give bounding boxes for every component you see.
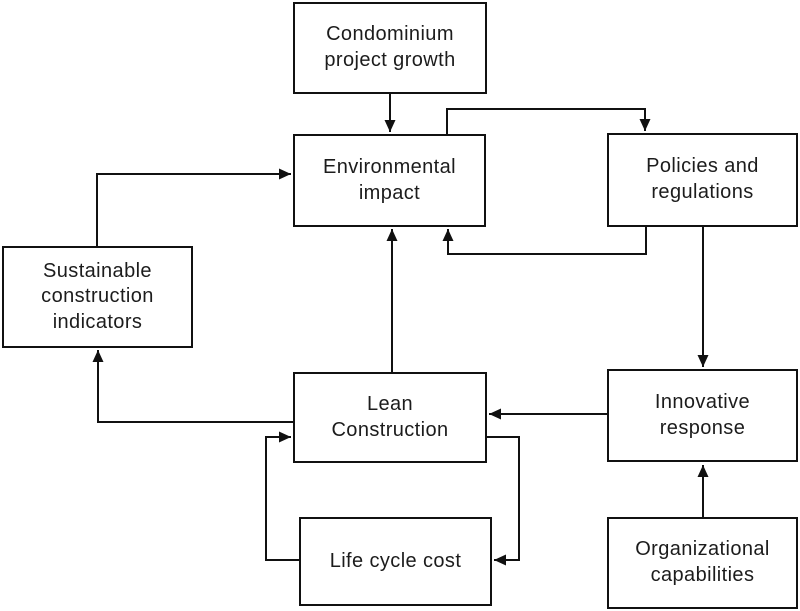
node-label: Innovative response (654, 390, 751, 439)
node-environmental-impact: Environmental impact (293, 134, 486, 227)
node-label: Organizational capabilities (635, 538, 770, 586)
node-label: Life cycle cost (329, 549, 462, 572)
edge-lean-to-sustainable (92, 350, 293, 423)
node-sustainable-construction-indicators: Sustainable construction indicators (2, 246, 193, 348)
node-label: Lean Construction (331, 392, 449, 441)
edge-policies-to-environmental (442, 227, 647, 255)
node-label: Environmental impact (322, 155, 457, 204)
edge-sustainable-to-environmental (96, 168, 291, 246)
node-label: Condominium project growth (324, 23, 456, 71)
node-lean-construction: Lean Construction (293, 372, 487, 463)
node-label: Policies and regulations (646, 155, 759, 203)
node-policies-and-regulations: Policies and regulations (607, 133, 798, 227)
node-condominium-project-growth: Condominium project growth (293, 2, 487, 94)
node-life-cycle-cost: Life cycle cost (299, 517, 492, 606)
node-label: Sustainable construction indicators (41, 259, 154, 333)
node-organizational-capabilities: Organizational capabilities (607, 517, 798, 609)
edge-environmental-to-policies (446, 108, 651, 134)
node-innovative-response: Innovative response (607, 369, 798, 462)
